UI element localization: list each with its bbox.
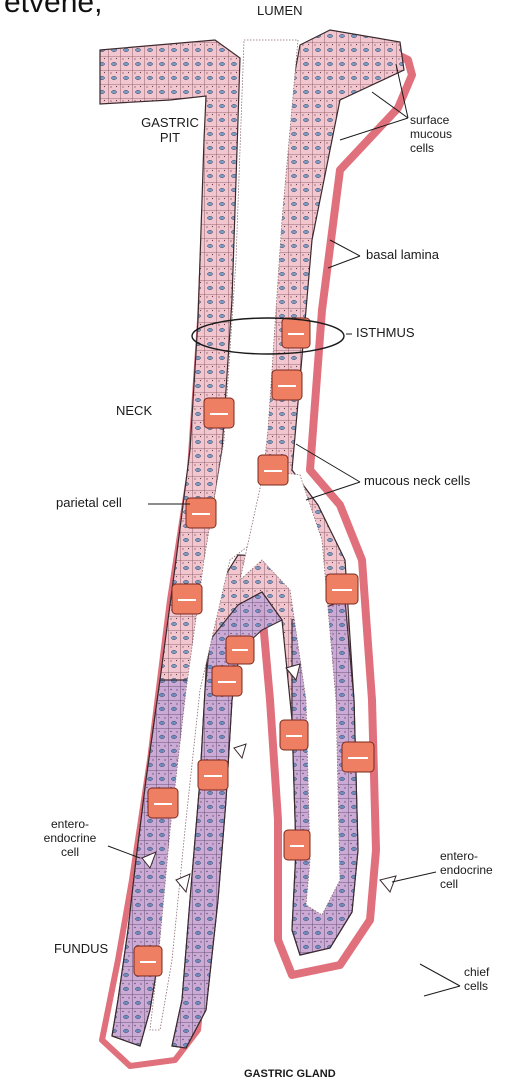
label-enteroendocrine-left-line-3: cell [32, 846, 108, 860]
label-enteroendocrine-right-line-1: entero- [440, 850, 493, 864]
label-surface-mucous-cells-line-3: cells [410, 142, 452, 156]
label-chief-cells-line-2: cells [464, 980, 489, 994]
label-isthmus: ISTHMUS [356, 326, 415, 341]
label-surface-mucous-cells-line-2: mucous [410, 128, 452, 142]
label-chief-cells: chief cells [464, 966, 489, 994]
label-surface-mucous-cells-line-1: surface [410, 114, 452, 128]
label-gastric-pit-line-1: GASTRIC [136, 116, 204, 131]
label-enteroendocrine-left-line-2: endocrine [32, 832, 108, 846]
label-neck: NECK [116, 404, 152, 419]
label-chief-cells-line-1: chief [464, 966, 489, 980]
label-gastric-gland: GASTRIC GLAND [244, 1068, 336, 1081]
label-gastric-pit: GASTRIC PIT [136, 116, 204, 146]
label-enteroendocrine-right-line-2: endocrine [440, 864, 493, 878]
label-enteroendocrine-right: entero- endocrine cell [440, 850, 493, 891]
label-gastric-pit-line-2: PIT [136, 131, 204, 146]
label-basal-lamina: basal lamina [366, 248, 439, 263]
label-mucous-neck-cells: mucous neck cells [364, 474, 470, 489]
label-surface-mucous-cells: surface mucous cells [410, 114, 452, 155]
label-lumen: LUMEN [257, 4, 303, 19]
label-enteroendocrine-left-line-1: entero- [32, 818, 108, 832]
label-fundus: FUNDUS [54, 942, 108, 957]
label-parietal-cell: parietal cell [56, 496, 122, 511]
label-enteroendocrine-left: entero- endocrine cell [32, 818, 108, 859]
label-enteroendocrine-right-line-3: cell [440, 878, 493, 892]
